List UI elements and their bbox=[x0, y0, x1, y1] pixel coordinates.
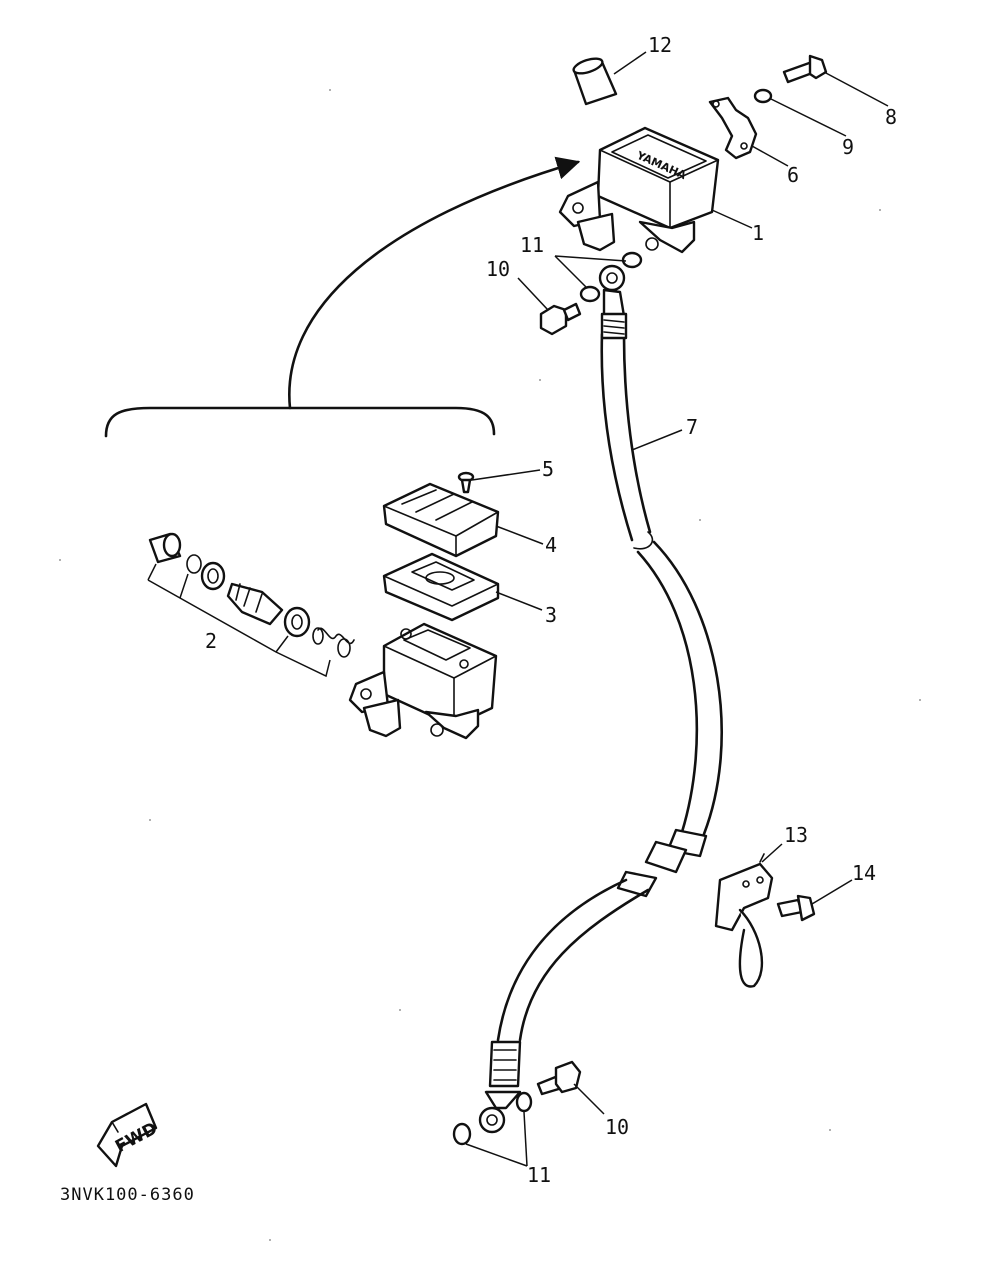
copper-washer-11-top-a bbox=[579, 285, 601, 303]
callout-4: 4 bbox=[545, 533, 557, 557]
master-cylinder-kit-2 bbox=[147, 532, 355, 678]
rubber-boot-12 bbox=[572, 57, 618, 106]
callout-7: 7 bbox=[686, 415, 698, 439]
callout-12: 12 bbox=[648, 33, 672, 57]
brake-hose-7 bbox=[478, 264, 723, 1134]
callout-10-top: 10 bbox=[486, 257, 510, 281]
callout-3: 3 bbox=[545, 603, 557, 627]
fwd-indicator: FWD bbox=[96, 1102, 161, 1168]
callout-11-top: 11 bbox=[520, 233, 544, 257]
reservoir-cap-4 bbox=[382, 482, 500, 558]
callout-1: 1 bbox=[752, 221, 764, 245]
diagram-code: 3NVK100-6360 bbox=[60, 1185, 195, 1205]
screw-5 bbox=[457, 471, 475, 494]
master-cylinder-assembled: YAMAHA bbox=[558, 126, 720, 254]
print-speckles bbox=[59, 89, 921, 1241]
hose-guide-13 bbox=[714, 853, 774, 988]
copper-washer-11-bottom-a bbox=[452, 1122, 472, 1146]
callout-14: 14 bbox=[852, 861, 876, 885]
copper-washer-11-top-b bbox=[621, 251, 643, 269]
bolt-8 bbox=[782, 54, 828, 84]
washer-9 bbox=[753, 88, 773, 104]
banjo-bolt-10-bottom bbox=[536, 1060, 582, 1096]
bolt-14 bbox=[776, 894, 816, 922]
diaphragm-3 bbox=[382, 552, 500, 622]
holder-6 bbox=[708, 96, 758, 160]
callout-5: 5 bbox=[542, 457, 554, 481]
copper-washer-11-bottom-b bbox=[515, 1091, 533, 1113]
callout-10-bottom: 10 bbox=[605, 1115, 629, 1139]
callout-11-bottom: 11 bbox=[527, 1163, 551, 1187]
callout-13: 13 bbox=[784, 823, 808, 847]
master-cylinder-body-exploded bbox=[348, 622, 498, 740]
exploded-view-bracket bbox=[104, 156, 581, 438]
callout-labels: 1 2 3 4 5 6 7 8 9 10 11 12 13 14 10 11 bbox=[205, 33, 897, 1187]
leader-lines bbox=[465, 51, 889, 1167]
callout-8: 8 bbox=[885, 105, 897, 129]
callout-2: 2 bbox=[205, 629, 217, 653]
banjo-bolt-10-top bbox=[539, 302, 582, 336]
callout-6: 6 bbox=[787, 163, 799, 187]
callout-9: 9 bbox=[842, 135, 854, 159]
